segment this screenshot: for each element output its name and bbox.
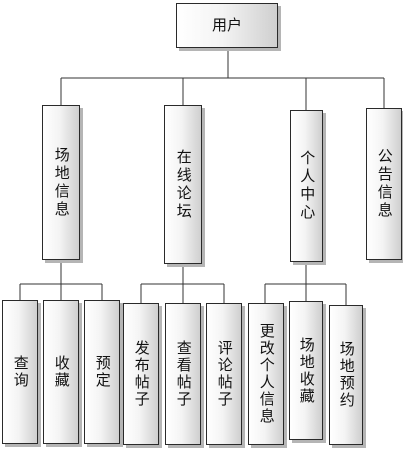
leaf-edit-profile-label: 更改个人信息 — [257, 323, 276, 425]
leaf-forum-view-label: 查看帖子 — [174, 340, 193, 408]
leaf-venue-query-label: 查询 — [11, 355, 30, 389]
module-announcements-label: 公告信息 — [375, 148, 394, 220]
leaf-venue-collection: 场地收藏 — [289, 301, 323, 440]
leaf-venue-query: 查询 — [2, 300, 38, 444]
leaf-venue-favorite: 收藏 — [43, 300, 79, 444]
leaf-forum-comment: 评论帖子 — [206, 303, 242, 445]
module-venue-info: 场地信息 — [42, 105, 80, 260]
leaf-forum-publish: 发布帖子 — [123, 303, 159, 445]
leaf-forum-comment-label: 评论帖子 — [215, 340, 234, 408]
leaf-forum-publish-label: 发布帖子 — [132, 340, 151, 408]
leaf-venue-favorite-label: 收藏 — [52, 355, 71, 389]
module-venue-info-label: 场地信息 — [52, 146, 71, 219]
leaf-venue-collection-label: 场地收藏 — [297, 336, 316, 405]
leaf-venue-booking-label: 场地预约 — [337, 341, 356, 409]
module-personal-center-label: 个人中心 — [298, 150, 317, 222]
leaf-venue-reserve: 预定 — [84, 300, 120, 444]
root-node-user: 用户 — [176, 3, 278, 48]
root-node-label: 用户 — [211, 15, 242, 34]
module-announcements: 公告信息 — [366, 108, 402, 260]
module-personal-center: 个人中心 — [290, 110, 323, 262]
leaf-forum-view: 查看帖子 — [165, 303, 201, 445]
leaf-venue-booking: 场地预约 — [329, 305, 363, 445]
module-online-forum-label: 在线论坛 — [174, 148, 193, 221]
module-online-forum: 在线论坛 — [164, 105, 202, 264]
leaf-venue-reserve-label: 预定 — [93, 355, 112, 389]
leaf-edit-profile: 更改个人信息 — [248, 303, 284, 445]
